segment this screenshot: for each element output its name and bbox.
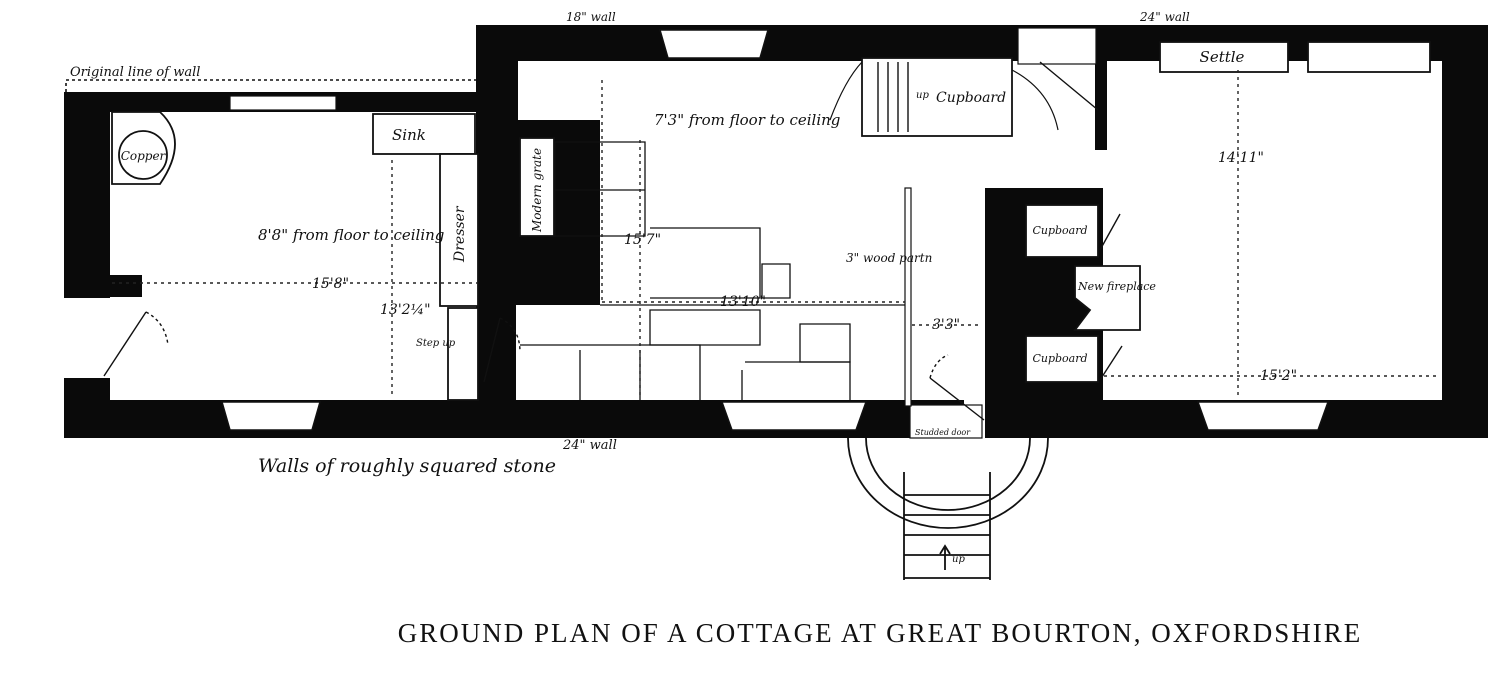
scullery-depth-label: 13'2¼" [380,302,431,318]
kitchen-depth-label: 15'7" [624,232,661,248]
plan-title: GROUND PLAN OF A COTTAGE AT GREAT BOURTO… [398,618,1363,648]
kitchen-width-label: 13'10" [720,294,766,310]
entrance-up-label: up [952,554,965,565]
parlour-depth-label: 14'11" [1218,150,1264,166]
step-up-label: Step up [416,338,456,349]
wall-18-label: 18" wall [566,10,616,24]
modern-grate [519,137,555,237]
passage-width-label: 3'3" [932,317,960,333]
windows [64,27,1330,439]
original-wall-label: Original line of wall [70,65,200,80]
new-fireplace [1073,265,1141,331]
cupboard-lower-label: Cupboard [1032,352,1087,365]
dimension-lines [112,70,1440,398]
kitchen-height-label: 7'3" from floor to ceiling [654,111,840,129]
scullery-height-label: 8'8" from floor to ceiling [258,226,444,244]
stair [829,57,1059,137]
cupboard-upper-label: Cupboard [1032,224,1087,237]
stone-walls-note: Walls of roughly squared stone [258,455,556,477]
sink-label: Sink [392,126,426,144]
stair-up-label: up [916,90,929,101]
dresser [439,153,479,307]
settle-label: Settle [1200,48,1245,66]
cupboard-upper [1025,204,1099,258]
modern-grate-label: Modern grate [530,148,544,233]
dresser-label: Dresser [452,205,468,263]
new-fireplace-text: New fireplace [1077,280,1156,293]
studded-door-label: Studded door [915,428,971,437]
wood-partition-label: 3" wood partn [846,251,932,265]
settle [1159,41,1289,73]
window-seat-right [1307,41,1431,73]
wall-24-top-label: 24" wall [1139,10,1190,24]
parlour-width-label: 15'2" [1260,368,1297,384]
doors [103,61,1123,421]
sink [372,113,476,155]
new-fireplace-label: New fireplace [1077,280,1156,293]
scullery-step [447,307,479,401]
entrance-steps [847,437,1049,580]
scullery-width-label: 15'8" [312,276,349,292]
stair-cupboard-label: Cupboard [936,90,1006,106]
cupboard-lower [1025,335,1099,383]
stone-flags [520,141,908,400]
copper-label: Copper [121,149,167,163]
wood-partition [904,187,912,407]
original-wall-line [65,79,478,92]
copper [111,111,176,185]
wall-24-bottom-label: 24" wall [562,438,617,453]
